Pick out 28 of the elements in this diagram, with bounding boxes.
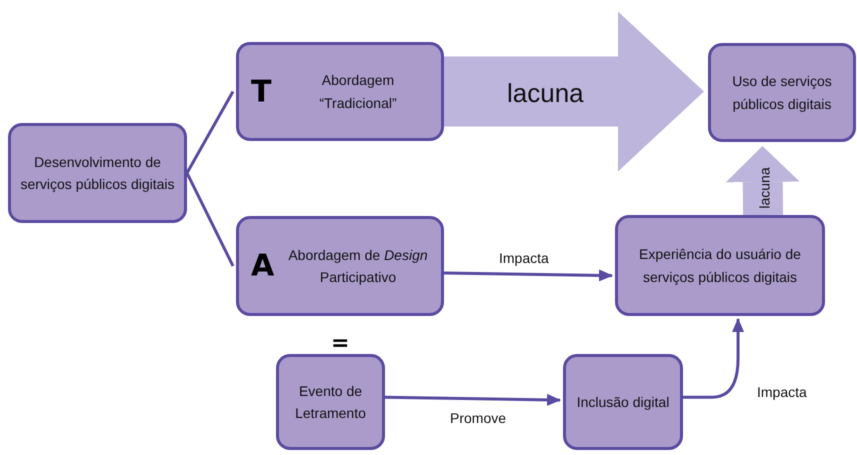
process-box	[708, 43, 856, 142]
node-text: Inclusão digital	[576, 392, 670, 412]
node-text: Experiência do usuário de serviços públicos digitais	[638, 245, 802, 287]
process-box	[563, 354, 683, 450]
arrow	[444, 269, 613, 282]
node-text: Abordagem “Tradicional”	[318, 71, 398, 112]
process-box	[8, 123, 187, 223]
process-box	[236, 42, 444, 141]
node-text: Uso de serviços públicos digitais	[731, 72, 833, 114]
node-text: Evento de Letramento	[294, 382, 367, 423]
letter-mark: A	[251, 248, 274, 284]
connector-line	[186, 90, 234, 174]
equals-sign: =	[331, 333, 350, 355]
node-text: Desenvolvimento de serviços públicos digitais	[19, 152, 176, 194]
process-box	[276, 354, 385, 450]
process-box	[236, 216, 444, 316]
edge-label: Promove	[448, 410, 508, 426]
connector-line	[186, 172, 234, 267]
block-arrow	[444, 12, 704, 172]
node-text: Abordagem de Design Participativo	[287, 246, 429, 287]
arrow	[683, 318, 744, 399]
edge-label: Impacta	[497, 250, 551, 266]
letter-mark: T	[251, 74, 272, 109]
arrow	[384, 394, 561, 406]
edge-label: lacuna	[756, 165, 773, 211]
process-box	[615, 215, 825, 316]
edge-label: Impacta	[755, 384, 809, 400]
block-arrow	[726, 146, 800, 216]
